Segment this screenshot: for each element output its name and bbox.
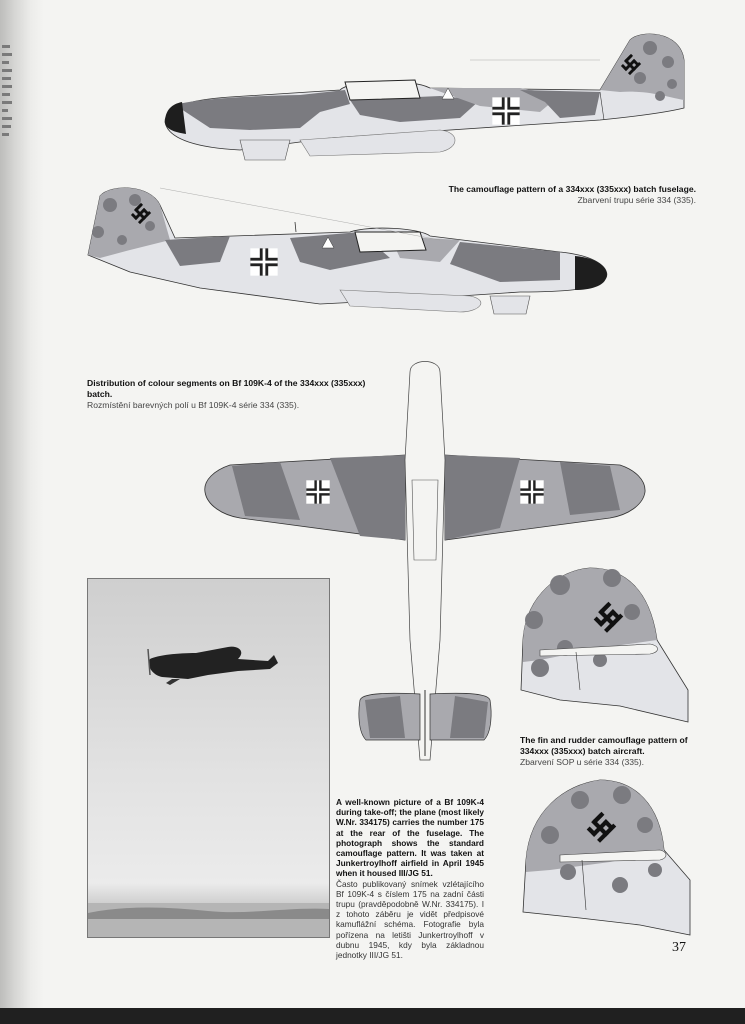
distribution-caption-cz: Rozmístění barevných polí u Bf 109K-4 sé…: [87, 400, 300, 410]
fuselage-caption-cz: Zbarvení trupu série 334 (335).: [577, 195, 696, 205]
photo-caption-cz: Často publikovaný snímek vzlétajícího Bf…: [336, 878, 484, 961]
fin-rudder-illustration-2: [522, 779, 691, 936]
page-bottom-edge: [0, 1008, 745, 1024]
page-number: 37: [672, 940, 686, 955]
previous-page-text-fragment: [2, 40, 14, 220]
fuselage-caption: The camouflage pattern of a 334xxx (335x…: [420, 184, 696, 206]
photo-caption-en: A well-known picture of a Bf 109K-4 duri…: [336, 797, 484, 879]
page-gutter: [0, 0, 44, 1010]
fin-rudder-illustration-1: [520, 567, 689, 723]
fin-caption-cz: Zbarvení SOP u série 334 (335).: [520, 757, 645, 767]
distribution-caption-en: Distribution of colour segments on Bf 10…: [87, 378, 366, 399]
plan-view-aircraft: [204, 361, 646, 761]
photo-caption: A well-known picture of a Bf 109K-4 duri…: [336, 797, 484, 960]
fuselage-caption-en: The camouflage pattern of a 334xxx (335x…: [448, 184, 696, 194]
fuselage-left-profile: [164, 33, 685, 161]
photo-aircraft-silhouette: [88, 646, 329, 937]
fuselage-right-profile: [87, 187, 608, 315]
takeoff-photograph: [87, 578, 330, 938]
fin-caption-en: The fin and rudder camouflage pattern of…: [520, 735, 688, 756]
distribution-caption: Distribution of colour segments on Bf 10…: [87, 378, 387, 411]
fin-caption: The fin and rudder camouflage pattern of…: [520, 735, 700, 768]
